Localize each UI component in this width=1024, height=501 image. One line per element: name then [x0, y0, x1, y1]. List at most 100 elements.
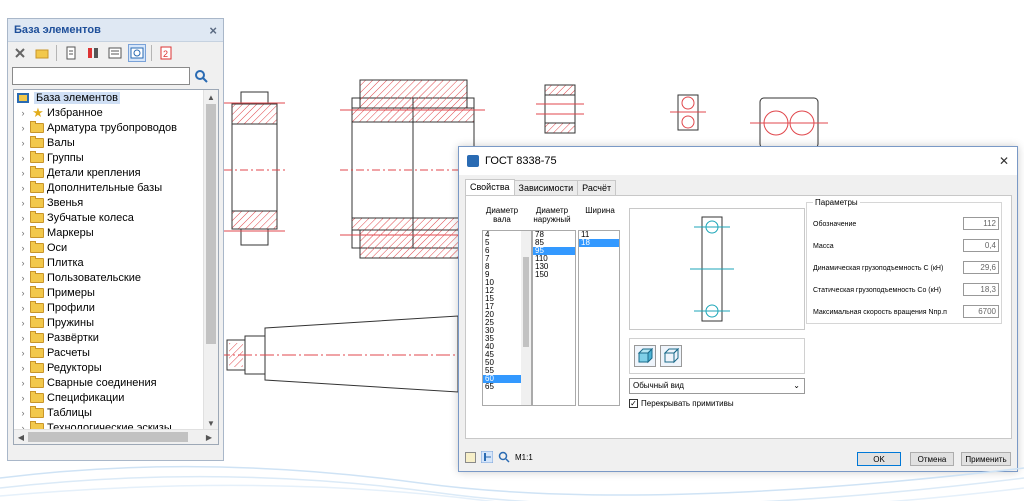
list-item[interactable]: 8: [485, 262, 490, 271]
tree-item[interactable]: ›★Избранное: [14, 105, 218, 120]
scroll-left-icon[interactable]: ◀: [17, 432, 25, 442]
tree-item[interactable]: ›Зубчатые колеса: [14, 210, 218, 225]
tree-item[interactable]: ›Пружины: [14, 315, 218, 330]
tree-item[interactable]: ›Развёртки: [14, 330, 218, 345]
delete-icon[interactable]: [11, 44, 29, 62]
list-item[interactable]: 35: [485, 334, 494, 343]
tree-item[interactable]: ›Звенья: [14, 195, 218, 210]
list-item[interactable]: 6: [485, 246, 490, 255]
param-value-field[interactable]: 0,4: [963, 239, 999, 252]
ok-button[interactable]: OK: [857, 452, 901, 466]
elements-tree[interactable]: База элементов ›★Избранное›Арматура труб…: [13, 89, 219, 445]
list-item[interactable]: 25: [485, 318, 494, 327]
scroll-up-icon[interactable]: ▲: [207, 92, 215, 102]
list-scrollbar[interactable]: [521, 231, 531, 405]
list-item[interactable]: 11: [581, 230, 590, 239]
list-item[interactable]: 130: [535, 262, 549, 271]
chevron-right-icon[interactable]: ›: [21, 227, 25, 238]
tree-item[interactable]: ›Маркеры: [14, 225, 218, 240]
zoom-icon[interactable]: [498, 451, 510, 463]
param-value-field[interactable]: 112: [963, 217, 999, 230]
tree-item[interactable]: ›Редукторы: [14, 360, 218, 375]
list-item[interactable]: 15: [485, 294, 494, 303]
tree-item[interactable]: ›Сварные соединения: [14, 375, 218, 390]
chevron-right-icon[interactable]: ›: [21, 107, 25, 118]
panel-close-icon[interactable]: ×: [209, 22, 217, 38]
tree-item[interactable]: ›Пользовательские: [14, 270, 218, 285]
search-input[interactable]: [12, 67, 190, 85]
view-3d-solid-icon[interactable]: [634, 345, 656, 367]
chevron-right-icon[interactable]: ›: [21, 137, 25, 148]
chevron-right-icon[interactable]: ›: [21, 242, 25, 253]
tree-item[interactable]: ›Профили: [14, 300, 218, 315]
list-item[interactable]: 45: [485, 350, 494, 359]
list-item[interactable]: 10: [485, 278, 494, 287]
list-item[interactable]: 5: [485, 238, 490, 247]
scrollbar-thumb[interactable]: [206, 104, 216, 344]
chevron-right-icon[interactable]: ›: [21, 272, 25, 283]
param-value-field[interactable]: 29,6: [963, 261, 999, 274]
tree-item[interactable]: ›Примеры: [14, 285, 218, 300]
tree-item[interactable]: ›Оси: [14, 240, 218, 255]
overlap-checkbox[interactable]: ✓: [629, 399, 638, 408]
list-item[interactable]: 55: [485, 366, 494, 375]
properties-icon[interactable]: [84, 44, 102, 62]
search-icon[interactable]: [194, 69, 208, 83]
chevron-right-icon[interactable]: ›: [21, 302, 25, 313]
chevron-right-icon[interactable]: ›: [21, 347, 25, 358]
chevron-right-icon[interactable]: ›: [21, 287, 25, 298]
list-item[interactable]: 18: [579, 239, 619, 247]
list-item[interactable]: 30: [485, 326, 494, 335]
chevron-right-icon[interactable]: ›: [21, 332, 25, 343]
overlap-checkbox-row[interactable]: ✓ Перекрывать примитивы: [629, 399, 734, 408]
chevron-right-icon[interactable]: ›: [21, 152, 25, 163]
list-item[interactable]: 150: [535, 270, 549, 279]
dialog-close-icon[interactable]: ✕: [998, 154, 1009, 168]
list-item[interactable]: 4: [485, 230, 490, 239]
tab-properties[interactable]: Свойства: [465, 179, 515, 195]
tree-root[interactable]: База элементов: [14, 90, 218, 105]
chevron-right-icon[interactable]: ›: [21, 407, 25, 418]
chevron-right-icon[interactable]: ›: [21, 212, 25, 223]
tab-calculation[interactable]: Расчёт: [577, 180, 617, 196]
tree-item[interactable]: ›Группы: [14, 150, 218, 165]
insert-icon[interactable]: [62, 44, 80, 62]
scrollbar-thumb[interactable]: [28, 432, 188, 442]
cancel-button[interactable]: Отмена: [910, 452, 954, 466]
view-list-icon[interactable]: [106, 44, 124, 62]
list-item[interactable]: 50: [485, 358, 494, 367]
scroll-right-icon[interactable]: ▶: [205, 432, 213, 442]
chevron-right-icon[interactable]: ›: [21, 197, 25, 208]
list-item[interactable]: 9: [485, 270, 490, 279]
list-item[interactable]: 12: [485, 286, 494, 295]
scroll-down-icon[interactable]: ▼: [207, 418, 215, 428]
tree-vertical-scrollbar[interactable]: ▲ ▼: [203, 90, 218, 430]
chevron-right-icon[interactable]: ›: [21, 377, 25, 388]
help-icon[interactable]: 2: [157, 44, 175, 62]
tab-dependencies[interactable]: Зависимости: [513, 180, 579, 196]
tree-item[interactable]: ›Плитка: [14, 255, 218, 270]
chevron-right-icon[interactable]: ›: [21, 422, 25, 433]
chevron-right-icon[interactable]: ›: [21, 362, 25, 373]
pin-icon[interactable]: [481, 451, 493, 463]
list-item[interactable]: 60: [483, 375, 531, 383]
list-item[interactable]: 110: [535, 254, 548, 263]
tree-item[interactable]: ›Расчеты: [14, 345, 218, 360]
param-value-field[interactable]: 6700: [963, 305, 999, 318]
list-item[interactable]: 95: [533, 247, 575, 255]
tree-item[interactable]: ›Арматура трубопроводов: [14, 120, 218, 135]
view-mode-select[interactable]: Обычный вид ⌄: [629, 378, 805, 394]
chevron-right-icon[interactable]: ›: [21, 122, 25, 133]
chevron-right-icon[interactable]: ›: [21, 182, 25, 193]
list-item[interactable]: 20: [485, 310, 494, 319]
list-item[interactable]: 17: [485, 302, 494, 311]
note-icon[interactable]: [465, 451, 476, 463]
list-item[interactable]: 40: [485, 342, 494, 351]
chevron-right-icon[interactable]: ›: [21, 392, 25, 403]
tree-item[interactable]: ›Детали крепления: [14, 165, 218, 180]
list-item[interactable]: 7: [485, 254, 490, 263]
